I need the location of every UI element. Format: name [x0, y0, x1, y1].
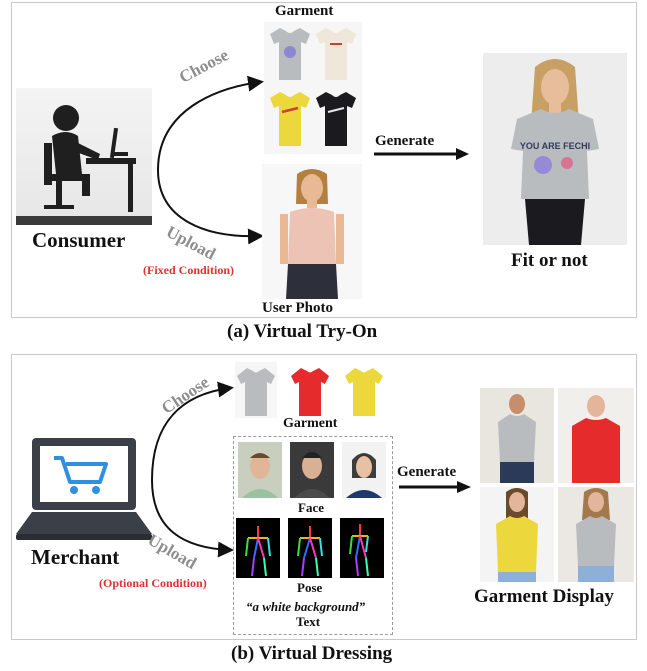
cream-tshirt-icon [316, 28, 356, 80]
garment-grid [264, 22, 362, 154]
user-photo [262, 164, 362, 299]
text-label: Text [296, 614, 321, 629]
pose-row [236, 518, 384, 578]
red-tshirt-icon [291, 368, 329, 416]
caption-a: (a) Virtual Try-On [227, 321, 378, 342]
fixed-condition-label: (Fixed Condition) [143, 263, 235, 277]
garment-display-label: Garment Display [474, 586, 614, 607]
generate-label: Generate [375, 133, 435, 149]
caption-b: (b) Virtual Dressing [231, 643, 393, 664]
gray-tshirt-icon [237, 368, 275, 416]
user-photo-label: User Photo [262, 300, 333, 316]
yellow-tshirt-icon [345, 368, 383, 416]
garment-label: Garment [275, 3, 334, 19]
optional-condition-label: (Optional Condition) [99, 576, 207, 590]
consumer-illustration [16, 88, 152, 225]
consumer-label: Consumer [32, 228, 126, 252]
pose-label: Pose [297, 580, 323, 595]
generate-label-bottom: Generate [397, 464, 457, 480]
yellow-tshirt-icon [270, 92, 310, 146]
generate-arrow [374, 148, 469, 160]
garment-display-grid [480, 388, 634, 582]
black-tshirt-icon [316, 92, 356, 146]
garment-label-bottom: Garment [283, 416, 338, 431]
choose-upload-arrows [157, 75, 264, 245]
merchant-laptop-cart-icon [16, 438, 152, 540]
choose-upload-arrows-bottom [151, 381, 234, 558]
consumer-at-computer-icon [16, 105, 152, 225]
shirt-slogan: YOU ARE FECHI [520, 141, 590, 151]
face-row [238, 442, 386, 498]
gray-tshirt-icon [270, 28, 310, 80]
garment-row [235, 362, 385, 418]
conditions-box [233, 436, 393, 635]
try-on-result-photo: YOU ARE FECHI [483, 53, 627, 245]
fit-or-not-label: Fit or not [511, 250, 588, 271]
merchant-label: Merchant [31, 545, 120, 569]
face-label: Face [298, 500, 324, 515]
text-prompt: “a white background” [246, 599, 366, 614]
generate-arrow-bottom [399, 481, 471, 493]
